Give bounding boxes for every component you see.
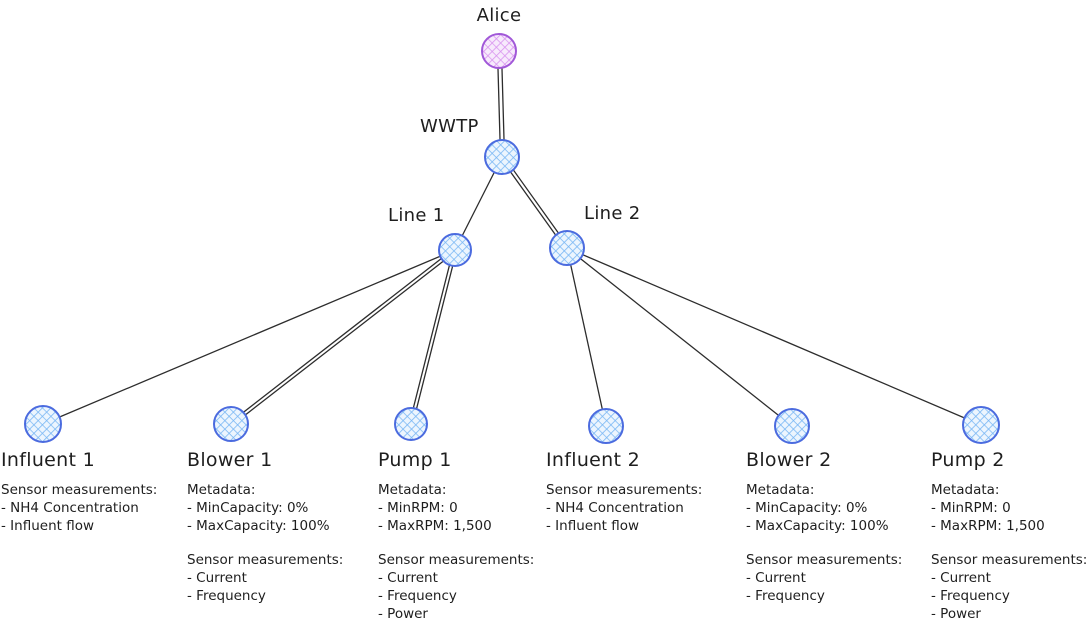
metadata-section: Metadata: - MinCapacity: 0% - MaxCapacit… [187,481,377,535]
list-item: - MinCapacity: 0% [746,500,868,516]
asset-block-influent2: Influent 2 Sensor measurements: - NH4 Co… [546,447,736,535]
list-item: - NH4 Concentration [1,500,139,516]
list-item: - Current [187,570,247,586]
list-item: - Frequency [187,588,266,604]
edge-line1-blower1-2 [229,248,455,424]
node-line1 [438,233,472,267]
asset-block-blower2: Blower 2 Metadata: - MinCapacity: 0% - M… [746,447,936,605]
asset-title: Pump 1 [378,449,452,471]
list-item: - MinCapacity: 0% [187,500,309,516]
edge-wwtp-line2 [502,155,570,248]
metadata-section: Metadata: - MinRPM: 0 - MaxRPM: 1,500 [931,481,1090,535]
asset-block-pump2: Pump 2 Metadata: - MinRPM: 0 - MaxRPM: 1… [931,447,1090,623]
section-heading: Metadata: [378,482,447,498]
asset-title: Blower 2 [746,449,832,471]
list-item: - MinRPM: 0 [378,500,458,516]
nodes-layer [24,33,1000,444]
node-line2 [549,230,585,266]
sensor-measurements-section: Sensor measurements: - Current - Frequen… [746,551,936,605]
edge-line2-influent2 [566,247,607,427]
sensor-measurements-section: Sensor measurements: - NH4 Concentration… [1,481,191,535]
list-item: - Influent flow [1,518,95,534]
section-heading: Sensor measurements: [1,482,158,498]
asset-title: Blower 1 [187,449,273,471]
edge-line1-influent1 [42,249,456,425]
section-heading: Metadata: [746,482,815,498]
node-label-wwtp: WWTP [420,116,479,137]
node-pump1 [394,407,428,441]
edge-line2-blower2 [566,247,793,427]
node-alice [481,33,517,69]
list-item: - NH4 Concentration [546,500,684,516]
node-label-line2: Line 2 [584,203,641,224]
asset-block-influent1: Influent 1 Sensor measurements: - NH4 Co… [1,447,191,535]
section-heading: Sensor measurements: [546,482,703,498]
list-item: - Current [931,570,991,586]
sensor-measurements-section: Sensor measurements: - Current - Frequen… [187,551,377,605]
list-item: - MaxCapacity: 100% [187,518,330,534]
list-item: - Power [931,606,981,622]
edge-wwtp-line2-2 [499,157,567,250]
metadata-section: Metadata: - MinCapacity: 0% - MaxCapacit… [746,481,936,535]
list-item: - Frequency [746,588,825,604]
list-item: - Power [378,606,428,622]
node-blower2 [774,408,810,444]
asset-title: Influent 1 [1,449,95,471]
section-heading: Sensor measurements: [931,552,1088,568]
section-heading: Sensor measurements: [378,552,535,568]
edge-line1-pump1-2 [408,248,455,425]
sensor-measurements-section: Sensor measurements: - Current - Frequen… [378,551,568,623]
list-item: - MaxRPM: 1,500 [378,518,492,534]
list-item: - Frequency [931,588,1010,604]
list-item: - MaxRPM: 1,500 [931,518,1045,534]
node-influent1 [24,405,62,443]
node-influent2 [588,408,624,444]
edges-layer [42,50,982,427]
node-label-alice: Alice [476,5,522,26]
section-heading: Sensor measurements: [187,552,344,568]
section-heading: Sensor measurements: [746,552,903,568]
list-item: - Frequency [378,588,457,604]
edge-line1-pump1 [411,249,458,426]
asset-title: Pump 2 [931,449,1005,471]
asset-block-pump1: Pump 1 Metadata: - MinRPM: 0 - MaxRPM: 1… [378,447,568,623]
node-label-line1: Line 1 [388,205,445,226]
list-item: - MaxCapacity: 100% [746,518,889,534]
list-item: - Current [378,570,438,586]
asset-title: Influent 2 [546,449,640,471]
list-item: - MinRPM: 0 [931,500,1011,516]
asset-block-blower1: Blower 1 Metadata: - MinCapacity: 0% - M… [187,447,377,605]
edge-line2-pump2 [566,247,982,426]
section-heading: Metadata: [187,482,256,498]
section-heading: Metadata: [931,482,1000,498]
node-wwtp [484,139,520,175]
sensor-measurements-section: Sensor measurements: - NH4 Concentration… [546,481,736,535]
sensor-measurements-section: Sensor measurements: - Current - Frequen… [931,551,1090,623]
metadata-section: Metadata: - MinRPM: 0 - MaxRPM: 1,500 [378,481,568,535]
node-blower1 [213,406,249,442]
list-item: - Influent flow [546,518,640,534]
edge-line1-blower1 [231,250,457,426]
node-pump2 [962,406,1000,444]
list-item: - Current [746,570,806,586]
